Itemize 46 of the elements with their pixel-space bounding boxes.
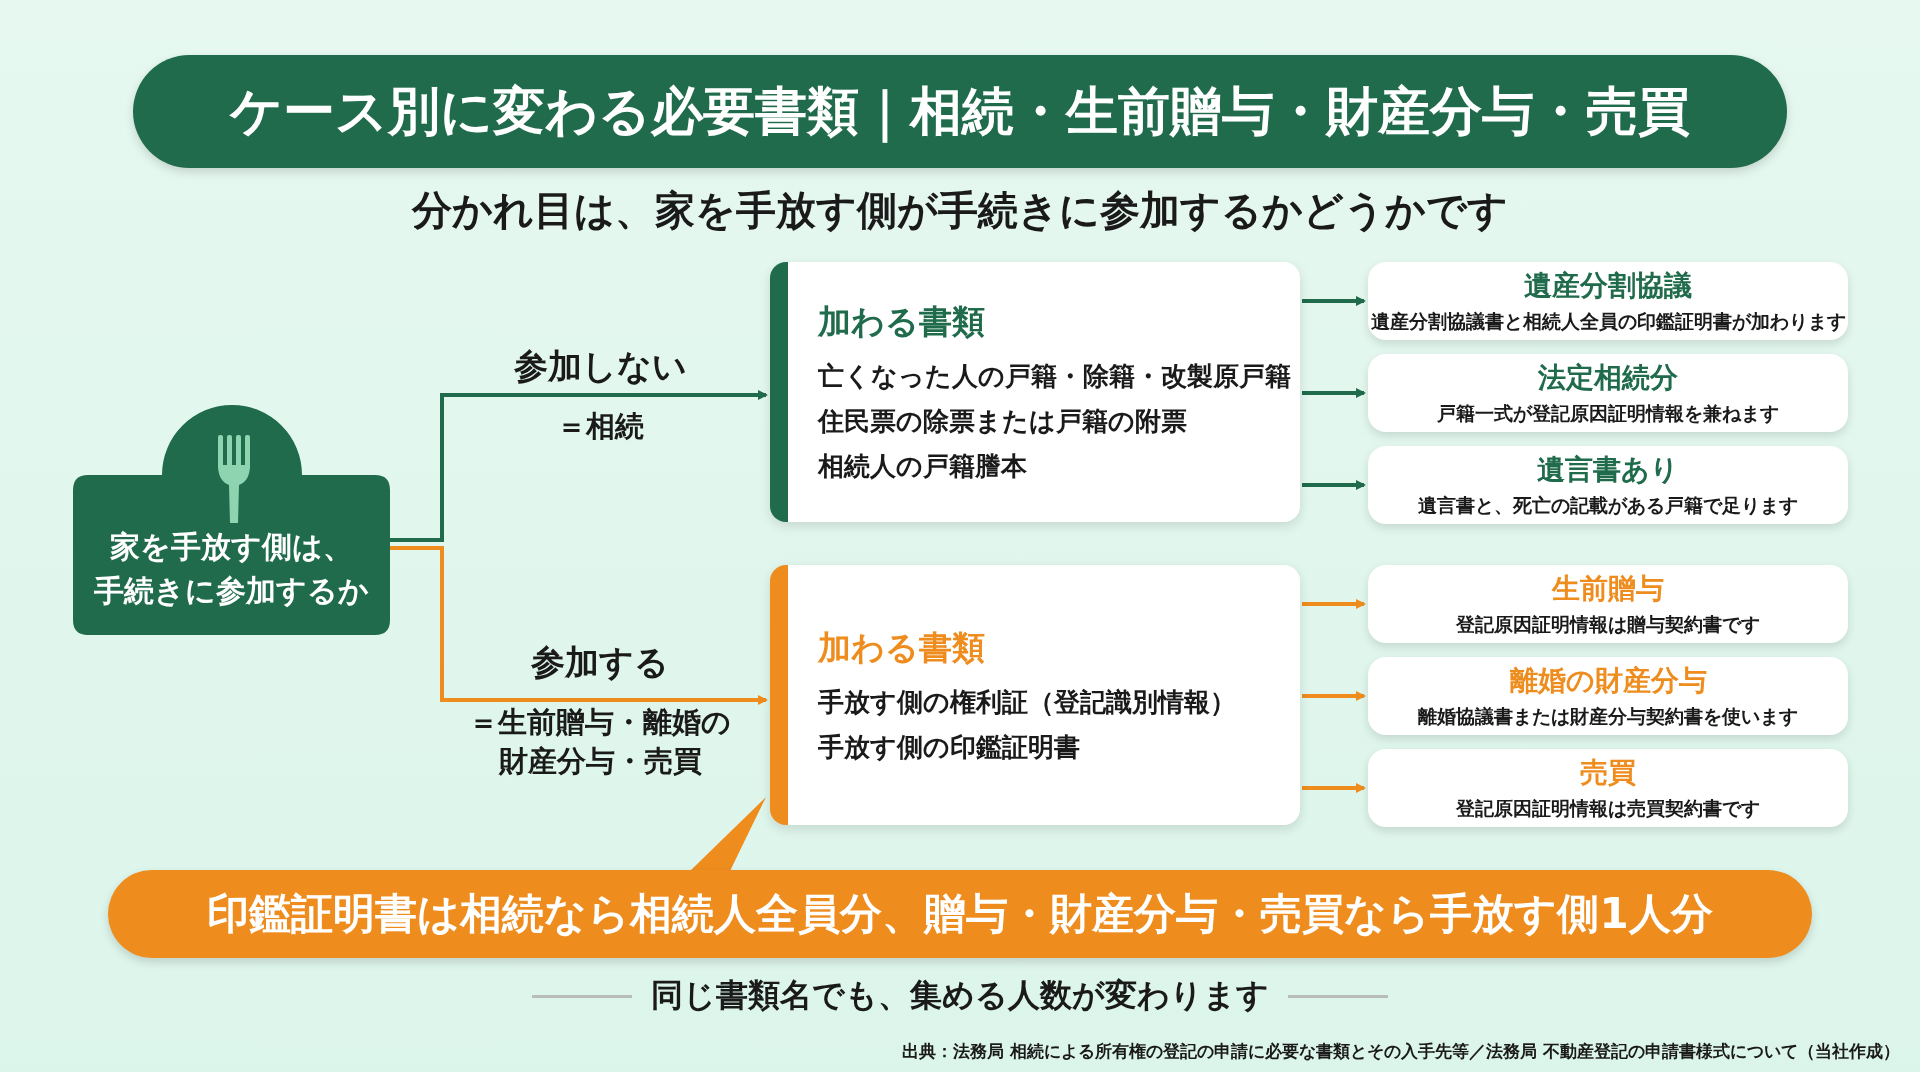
card-description: 遺言書と、死亡の記載がある戸籍で足ります bbox=[1418, 493, 1798, 518]
question-text: 家を手放す側は、手続きに参加するか bbox=[93, 528, 370, 610]
arrow bbox=[1302, 783, 1366, 793]
source-note: 出典：法務局 相続による所有権の登記の申請に必要な書類とその入手先等／法務局 不動産登記の申請書様式について（当社作成） bbox=[901, 1040, 1900, 1063]
case-card bbox=[1368, 565, 1848, 643]
arrow bbox=[390, 546, 768, 705]
document-item: 住民票の除票または戸籍の附票 bbox=[818, 405, 1188, 438]
case-card bbox=[1368, 657, 1848, 735]
document-item: 亡くなった人の戸籍・除籍・改製原戸籍 bbox=[818, 360, 1292, 393]
decision-box bbox=[73, 405, 390, 635]
arrow bbox=[1302, 691, 1366, 701]
case-card bbox=[1368, 749, 1848, 827]
document-item: 相続人の戸籍謄本 bbox=[818, 450, 1028, 483]
card-heading: 遺言書あり bbox=[1537, 452, 1679, 488]
arrow bbox=[1302, 388, 1366, 398]
arrow bbox=[1302, 480, 1366, 490]
card-heading: 法定相続分 bbox=[1538, 360, 1678, 396]
case-card bbox=[1368, 262, 1848, 340]
document-list-box bbox=[770, 262, 1300, 522]
case-card bbox=[1368, 446, 1848, 524]
note-text: ＝生前贈与・離婚の財産分与・売買 bbox=[468, 704, 732, 781]
note-text: 分かれ目は、家を手放す側が手続きに参加するかどうかです bbox=[410, 186, 1509, 235]
document-list-box bbox=[770, 565, 1300, 825]
edge-label: 参加しない bbox=[513, 345, 687, 388]
callout-pointer bbox=[690, 797, 766, 871]
card-description: 離婚協議書または財産分与契約書を使います bbox=[1418, 704, 1798, 729]
arrow bbox=[390, 390, 768, 542]
card-description: 登記原因証明情報は贈与契約書です bbox=[1456, 612, 1760, 637]
box-heading: 加わる書類 bbox=[818, 626, 986, 669]
arrow bbox=[1302, 296, 1366, 306]
card-heading: 遺産分割協議 bbox=[1524, 268, 1692, 304]
arrow bbox=[1302, 599, 1366, 609]
card-heading: 売買 bbox=[1580, 755, 1636, 791]
card-description: 戸籍一式が登記原因証明情報を兼ねます bbox=[1437, 401, 1779, 426]
note-text: ＝相続 bbox=[555, 408, 645, 445]
edge-label: 参加する bbox=[531, 641, 669, 684]
card-description: 登記原因証明情報は売買契約書です bbox=[1456, 796, 1760, 821]
card-heading: 生前贈与 bbox=[1552, 571, 1664, 607]
document-item: 手放す側の印鑑証明書 bbox=[818, 730, 1081, 764]
note-text: 同じ書類名でも、集める人数が変わります bbox=[650, 975, 1270, 1016]
case-card bbox=[1368, 354, 1848, 432]
title-banner: ケース別に変わる必要書類｜相続・生前贈与・財産分与・売買 bbox=[133, 55, 1787, 168]
card-description: 遺産分割協議書と相続人全員の印鑑証明書が加わります bbox=[1370, 309, 1846, 334]
document-item: 手放す側の権利証（登記識別情報） bbox=[818, 685, 1237, 719]
card-heading: 離婚の財産分与 bbox=[1509, 663, 1707, 699]
box-heading: 加わる書類 bbox=[818, 301, 986, 343]
